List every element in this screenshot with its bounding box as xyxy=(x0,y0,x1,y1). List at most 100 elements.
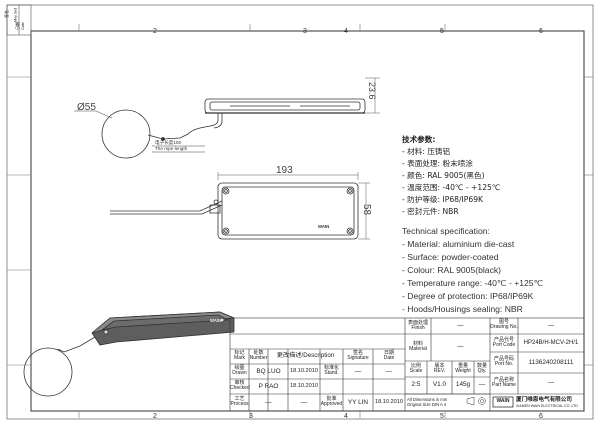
tb-mark-en: Mark xyxy=(233,355,246,361)
zone-label-bottom: 6 xyxy=(539,413,543,420)
tb-scale-value: 2:5 xyxy=(411,381,421,388)
zone-label-top: 2 xyxy=(153,28,157,35)
tb-change-cn: 更改描述 xyxy=(276,352,302,359)
tb-part-name-en: Part Name xyxy=(492,382,516,388)
tb-dims-note-1: All Dimensions in mm xyxy=(407,397,448,402)
tb-port-no-en: Port No. xyxy=(494,361,514,367)
tb-checked-en: Checked xyxy=(230,385,250,391)
tb-date-cn: 日期 xyxy=(383,350,394,356)
specs-cn-line: - 材料: 压铸铝 xyxy=(402,147,451,156)
specs-en-title: Technical specification: xyxy=(402,226,490,236)
tb-sig-en: Signature xyxy=(347,355,369,361)
height-label: 23.6 xyxy=(367,82,377,100)
tb-num-cn: 处数 xyxy=(253,350,264,356)
tb-drawn-en: Drawn xyxy=(232,370,247,376)
tb-change-en: Description xyxy=(303,352,335,359)
company-logo: WAIN xyxy=(496,398,510,404)
tb-finish-en: Finish xyxy=(411,325,425,331)
tb-num-en: Number xyxy=(249,355,268,361)
zone-label-bottom: 5 xyxy=(440,413,444,420)
specs-cn-line: - 颜色: RAL 9005(黑色) xyxy=(402,171,485,180)
tb-process-en: Process xyxy=(230,401,249,407)
diameter-leader xyxy=(74,110,113,119)
tb-qty-value: — xyxy=(478,381,486,388)
brand-mark-iso: WAIN xyxy=(210,318,222,323)
zone-label-bottom: 2 xyxy=(153,413,157,420)
tb-rev-value: V1.0 xyxy=(432,381,447,388)
title-block-grid xyxy=(229,317,585,412)
tb-weight-en: Weight xyxy=(455,368,471,374)
tb-process-name: — xyxy=(265,399,272,406)
revision-date-cn: 日期 xyxy=(15,22,20,30)
height-dimension xyxy=(365,77,380,114)
tb-approved-en: Approved xyxy=(320,401,343,407)
specs-en-line: - Temperature range: -40℃ - +125℃ xyxy=(402,278,544,288)
diameter-label: Ø55 xyxy=(77,102,96,113)
side-view xyxy=(162,98,366,140)
zone-label-bottom: 3 xyxy=(249,413,253,420)
revision-sig-en: Mey Sed xyxy=(13,7,18,22)
tb-approved-cn: 批准 xyxy=(326,396,337,402)
tb-material-en: Material xyxy=(409,346,427,352)
tb-drawing-no-cn: 图号 xyxy=(498,319,509,325)
tb-material-cn: 材料 xyxy=(412,341,423,347)
tb-scale-en: Scale xyxy=(409,368,423,374)
specs-cn-line: - 防护等级: IP68/IP69K xyxy=(402,195,484,204)
front-view xyxy=(110,182,359,240)
tb-weight-cn: 重量 xyxy=(457,363,468,369)
tb-process-cn: 工艺 xyxy=(234,396,245,402)
specs-en-line: - Colour: RAL 9005(black) xyxy=(402,265,502,275)
zone-label-top: 4 xyxy=(344,28,348,35)
zone-ticks xyxy=(7,24,593,418)
tb-drawing-no-value: — xyxy=(547,322,555,329)
company-name-cn: 厦门唯恩电气有限公司 xyxy=(516,397,572,403)
tb-part-name-value: — xyxy=(547,379,555,386)
revision-sig-cn: 签名 xyxy=(4,10,9,18)
tb-material-value: — xyxy=(457,343,464,350)
company-name-en: XIAMEN WAIN ELECTRICAL CO.,LTD xyxy=(516,404,578,408)
cable-annotation-lines xyxy=(152,145,205,153)
length-dimension xyxy=(217,172,359,180)
company-logo-frame xyxy=(492,396,514,408)
tb-approved-name: YY LIN xyxy=(347,399,369,406)
revision-box-frame xyxy=(6,4,32,36)
tb-drawn-date: 18.10.2010 xyxy=(290,368,318,374)
isometric-view xyxy=(63,311,235,353)
length-label: 193 xyxy=(276,165,293,176)
specs-cn-line: - 表面处理: 粉末喷涂 xyxy=(402,159,473,168)
tb-port-code-en: Port Code xyxy=(492,342,516,348)
tb-stand-en: Stand. xyxy=(324,370,339,376)
tb-checked-cn: 审核 xyxy=(234,380,245,386)
projection-symbol xyxy=(466,396,486,406)
tb-description-header: 更改描述/Description xyxy=(276,352,335,359)
tb-port-no-value: 1136240208111 xyxy=(528,359,574,366)
tb-drawing-no-en: Drawing No. xyxy=(490,324,518,330)
cable-length-cn: 电子长度100 xyxy=(155,140,182,145)
tb-drawn-cn: 绘图 xyxy=(234,365,245,371)
tb-dims-note-2: Original Size DIN A 4 xyxy=(407,402,447,408)
tb-approved-date: 18.10.2010 xyxy=(375,399,403,405)
tb-drawn-name: BQ LUO xyxy=(256,368,281,375)
tb-rev-en: REV. xyxy=(433,368,446,374)
specs-en-line: - Surface: powder-coated xyxy=(402,252,499,262)
tb-qty-en: Qty. xyxy=(477,368,487,374)
zone-label-bottom: 4 xyxy=(344,413,348,420)
